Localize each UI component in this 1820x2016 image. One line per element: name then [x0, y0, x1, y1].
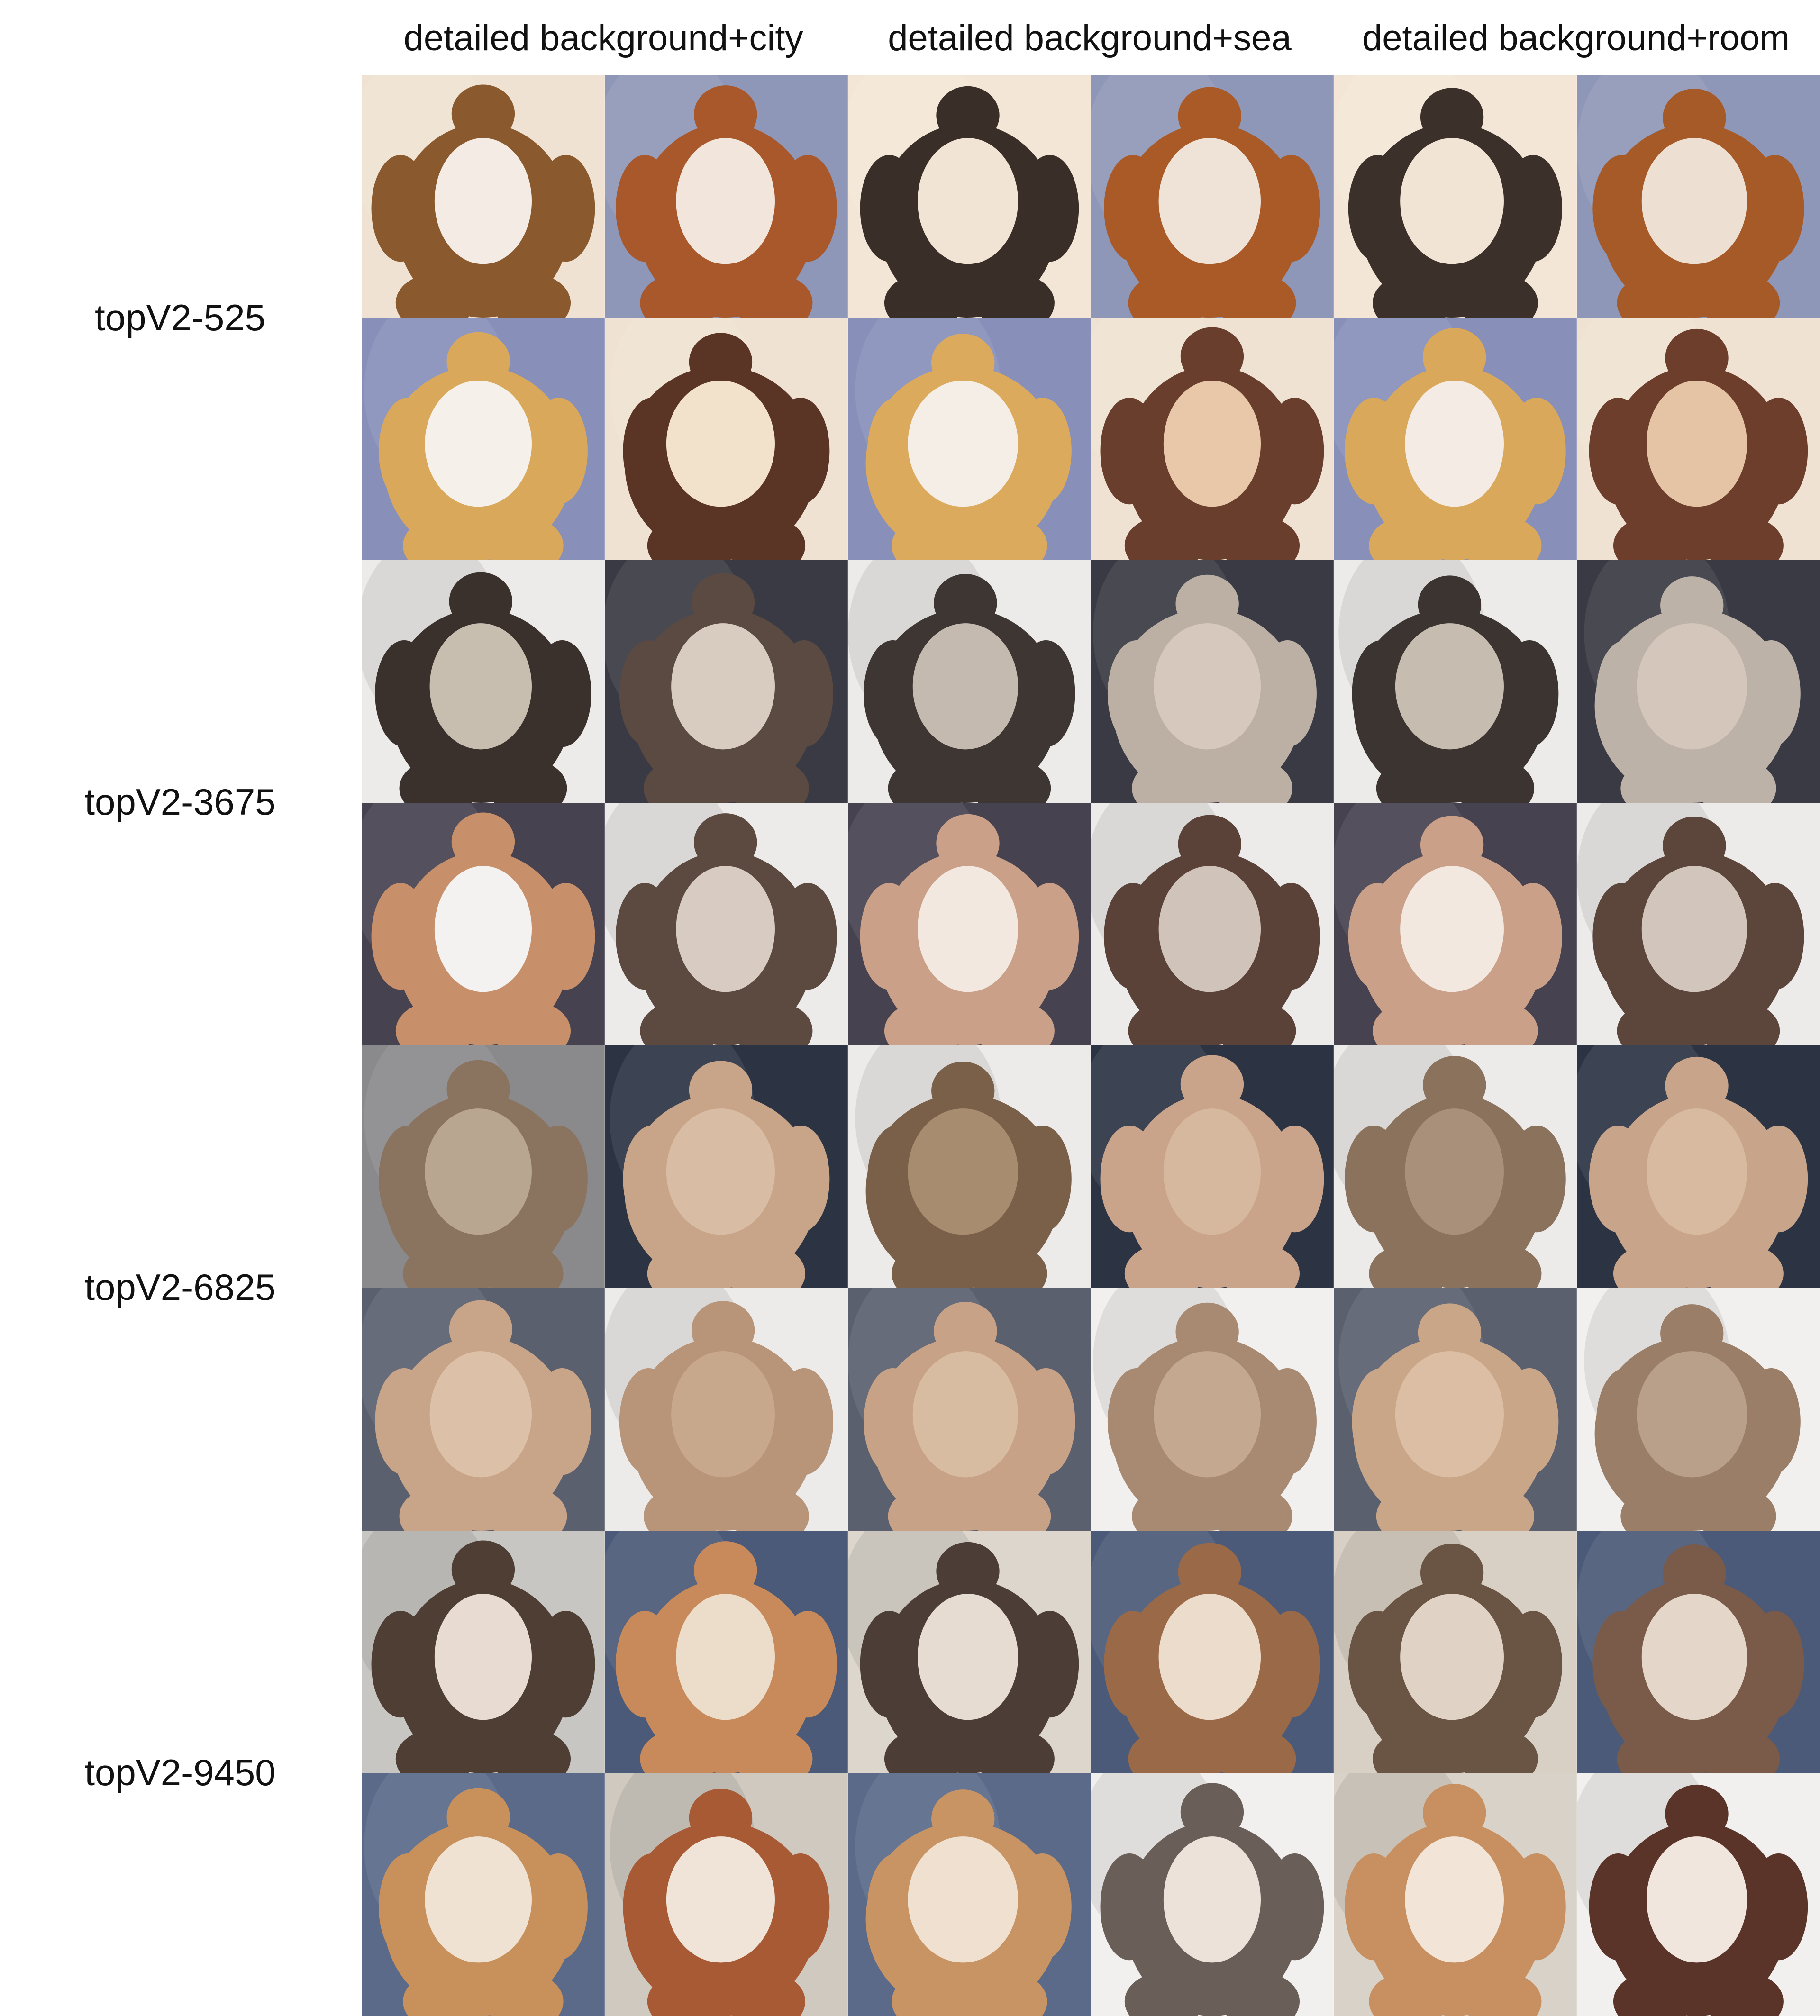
grid-image	[362, 1773, 605, 2016]
grid-image	[362, 803, 605, 1045]
grid-image	[362, 560, 605, 803]
grid-image	[847, 560, 1091, 803]
grid-image	[847, 1773, 1091, 2016]
grid-image	[847, 1531, 1091, 1773]
grid-image	[1334, 1288, 1577, 1531]
grid-image	[1334, 1773, 1577, 2016]
row-label-6825: topV2-6825	[84, 1266, 276, 1308]
grid-image	[362, 75, 605, 318]
grid-image	[1091, 318, 1334, 560]
grid-image	[1334, 803, 1577, 1045]
grid-image	[1577, 1288, 1820, 1531]
grid-image	[1091, 1773, 1334, 2016]
grid-image	[1577, 560, 1820, 803]
grid-image	[604, 560, 848, 803]
grid-image	[362, 1531, 605, 1773]
grid-image	[604, 318, 848, 560]
column-header-sea: detailed background+sea	[888, 18, 1292, 58]
column-header-city: detailed background+city	[403, 18, 803, 58]
grid-image	[1577, 1045, 1820, 1288]
grid-image	[362, 1288, 605, 1531]
grid-image	[847, 1288, 1091, 1531]
grid-image	[362, 1045, 605, 1288]
grid-image	[1091, 1045, 1334, 1288]
grid-image	[362, 318, 605, 560]
column-header-room: detailed background+room	[1362, 18, 1790, 58]
grid-image	[1334, 318, 1577, 560]
grid-image	[604, 1288, 848, 1531]
grid-image	[847, 803, 1091, 1045]
grid-image	[604, 1045, 848, 1288]
grid-image	[1577, 75, 1820, 318]
grid-image	[1577, 803, 1820, 1045]
grid-image	[604, 75, 848, 318]
grid-image	[1334, 1045, 1577, 1288]
grid-image	[1334, 1531, 1577, 1773]
row-label-525: topV2-525	[95, 296, 265, 338]
grid-image	[1334, 75, 1577, 318]
grid-image	[1091, 1288, 1334, 1531]
grid-image	[1091, 75, 1334, 318]
grid-image	[847, 318, 1091, 560]
row-label-9450: topV2-9450	[84, 1751, 276, 1793]
grid-image	[1577, 1531, 1820, 1773]
grid-image	[1091, 1531, 1334, 1773]
row-label-3675: topV2-3675	[84, 781, 276, 823]
image-grid	[362, 75, 1820, 2016]
grid-image	[1577, 1773, 1820, 2016]
grid-image	[1091, 803, 1334, 1045]
grid-image	[847, 75, 1091, 318]
grid-image	[1334, 560, 1577, 803]
grid-image	[604, 1773, 848, 2016]
grid-image	[604, 803, 848, 1045]
grid-image	[847, 1045, 1091, 1288]
grid-image	[604, 1531, 848, 1773]
grid-image	[1091, 560, 1334, 803]
grid-image	[1577, 318, 1820, 560]
